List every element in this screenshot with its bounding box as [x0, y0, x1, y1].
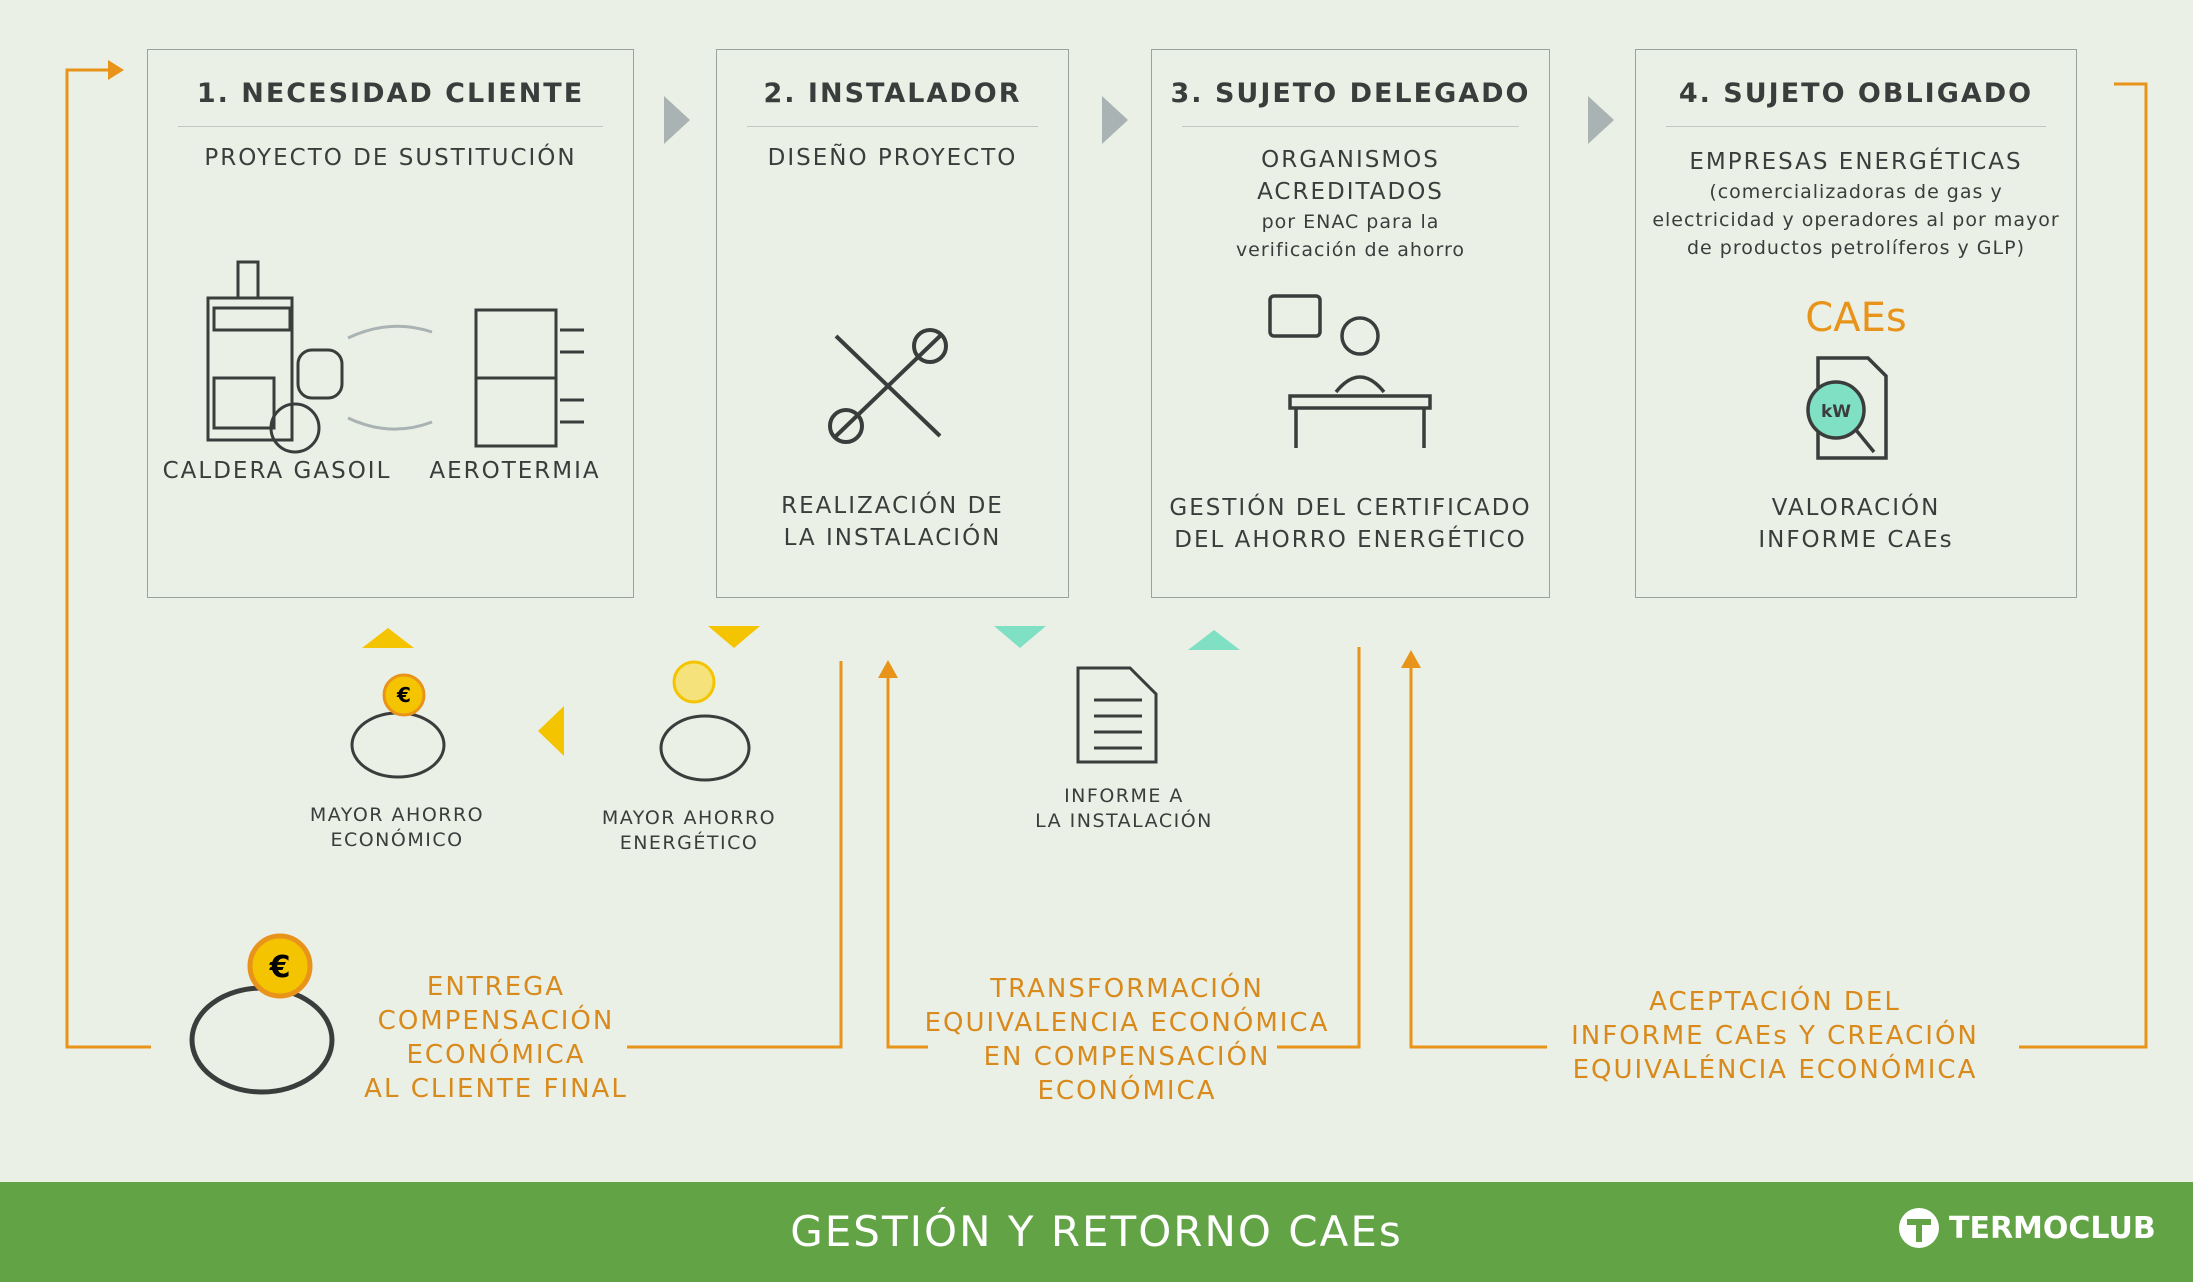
heat-pump-label: AEROTERMIA	[429, 458, 601, 484]
step-4-card: 4. SUJETO OBLIGADO EMPRESAS ENERGÉTICAS …	[1635, 49, 2077, 598]
triangle-left-icon	[538, 706, 564, 756]
triangle-down-icon	[994, 626, 1046, 648]
piggy-bank-icon	[350, 673, 446, 779]
divider	[747, 126, 1038, 127]
heat-pump-icon	[474, 308, 584, 448]
step-subtitle: EMPRESAS ENERGÉTICAS	[1689, 149, 2023, 175]
tools-icon	[828, 328, 948, 444]
arrow-up-icon	[1401, 650, 1421, 668]
triangle-down-icon	[708, 626, 760, 648]
kw-label: kW	[1821, 402, 1851, 422]
divider	[1182, 126, 1519, 127]
footer-title: GESTIÓN Y RETORNO CAEs	[790, 1207, 1403, 1256]
brand-name: TERMOCLUB	[1949, 1210, 2156, 1246]
chevron-right-icon	[1588, 96, 1614, 144]
brand-logo: TERMOCLUB	[1897, 1206, 2156, 1250]
arrow-up-icon	[878, 660, 898, 678]
step-subtitle: PROYECTO DE SUSTITUCIÓN	[204, 145, 577, 171]
step-subtitle: DISEÑO PROYECTO	[767, 145, 1018, 171]
big-piggy-bank-icon	[189, 933, 335, 1095]
chevron-right-icon	[1102, 96, 1128, 144]
piggy-bank-bulb-icon	[659, 660, 751, 782]
triangle-up-icon	[362, 628, 414, 648]
divider	[1666, 126, 2046, 127]
boiler-icon	[206, 260, 344, 454]
curved-arrows-icon	[347, 324, 433, 431]
step-title: 2. INSTALADOR	[763, 78, 1022, 109]
termoclub-logo-icon	[1899, 1208, 1939, 1248]
boiler-label: CALDERA GASOIL	[162, 458, 392, 484]
caes-badge: CAEs	[1805, 295, 1907, 341]
step-2-card: 2. INSTALADOR DISEÑO PROYECTO REALIZACIÓ…	[716, 49, 1069, 598]
triangle-up-icon	[1188, 630, 1240, 650]
chevron-right-icon	[664, 96, 690, 144]
document-icon	[1076, 666, 1158, 764]
step-title: 1. NECESIDAD CLIENTE	[196, 78, 585, 109]
euro-icon: €	[269, 950, 291, 985]
arrow-right-icon	[108, 60, 124, 80]
step-1-card: 1. NECESIDAD CLIENTE PROYECTO DE SUSTITU…	[147, 49, 634, 598]
report-magnifier-icon	[1806, 356, 1888, 460]
step-title: 3. SUJETO DELEGADO	[1170, 78, 1531, 109]
step-title: 4. SUJETO OBLIGADO	[1678, 78, 2034, 109]
euro-icon: €	[396, 683, 411, 707]
divider	[178, 126, 603, 127]
agent-desk-icon	[1268, 294, 1432, 448]
footer-banner: GESTIÓN Y RETORNO CAEs TERMOCLUB	[0, 1182, 2193, 1282]
